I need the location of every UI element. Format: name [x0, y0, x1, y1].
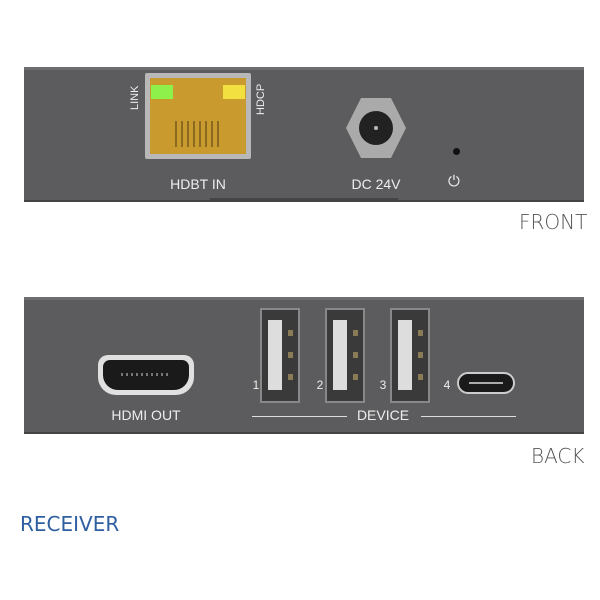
usb-port-2-icon[interactable] — [325, 308, 365, 403]
usb-c-port-icon[interactable] — [457, 372, 515, 394]
power-icon: ⏻ — [448, 173, 460, 190]
hdcp-label: HDCP — [255, 83, 267, 115]
device-label: DEVICE — [356, 407, 410, 423]
panel-base-notch — [210, 198, 398, 202]
device-line-right — [421, 416, 516, 417]
link-label: LINK — [129, 85, 141, 110]
link-led-icon — [151, 85, 173, 99]
dc-jack-icon — [346, 98, 406, 158]
device-line-left — [252, 416, 347, 417]
hdmi-port-icon — [98, 355, 194, 395]
device-port-number: 3 — [379, 378, 387, 392]
device-port-number: 1 — [252, 378, 260, 392]
rj45-port-icon — [145, 73, 251, 159]
front-label: FRONT — [519, 210, 588, 234]
device-port-number: 4 — [443, 378, 451, 392]
device-port-number: 2 — [316, 378, 324, 392]
dc-24v-label: DC 24V — [351, 176, 401, 192]
back-label: BACK — [531, 444, 585, 468]
hdbt-in-label: HDBT IN — [170, 176, 226, 192]
hdmi-out-label: HDMI OUT — [111, 407, 181, 423]
hdcp-led-icon — [223, 85, 245, 99]
receiver-caption: RECEIVER — [20, 512, 120, 536]
usb-port-1-icon[interactable] — [260, 308, 300, 403]
usb-port-3-icon[interactable] — [390, 308, 430, 403]
front-panel: LINK HDCP HDBT IN DC 24V ⏻ — [24, 67, 584, 202]
power-led-icon — [453, 148, 460, 155]
back-panel: HDMI OUT 1 2 3 4 DEVICE — [24, 297, 584, 434]
